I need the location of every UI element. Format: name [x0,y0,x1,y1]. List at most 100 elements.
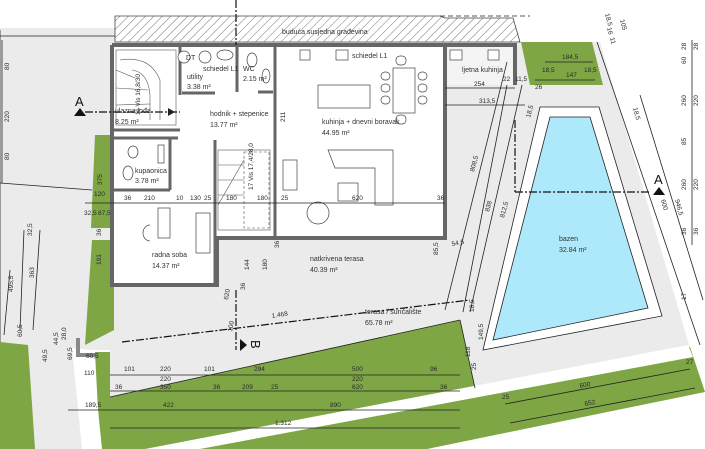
dims-mid: 211 144 180 36 36 620 100 85,5 54,5 1.46… [223,111,465,332]
dimension-label: 220 [693,95,700,106]
dimension-label: 36 [437,195,445,202]
room-name: kuhinja + dnevni boravak [322,119,400,126]
dimension-label: 60,5 [17,324,24,337]
staircase-mid [217,149,271,231]
section-b-arrow [240,339,247,351]
room-name: terasa / sunčalište [365,309,422,316]
dimension-label: 144 [244,259,251,270]
dimension-label: 220 [693,179,700,190]
room-name: natkrivena terasa [310,256,364,263]
dimension-label: 147 [566,72,577,79]
dimension-label: 180 [262,259,269,270]
dimension-label: 294 [254,366,265,373]
section-a-right-arrow [653,187,665,195]
dimension-label: 44,5 [53,332,60,345]
dimension-label: 313,5 [479,98,496,105]
lawn-bottom-left [0,342,35,449]
room-area: 13.77 m² [210,122,238,129]
dimension-label: 28,0 [61,327,68,340]
dimension-label: 220 [4,111,11,122]
dimension-label: 11 [608,37,617,46]
dims-row200: 36 210 10 130 25 180 180 25 620 36 [124,195,445,202]
dimension-label: 10 [176,195,184,202]
dimension-label: 16 [605,27,614,36]
dimension-label: 25 [281,195,289,202]
dimension-label: 32,5 [84,210,97,217]
section-a-left-arrow [74,108,86,116]
lawn-left-upper [91,135,114,228]
section-b-label: B [248,340,263,349]
dimension-label: 25 [204,195,212,202]
dimension-label: 60 [681,56,688,64]
dimension-label: 18,5 [525,104,535,118]
dimension-label: 500 [352,366,363,373]
room-name: bazen [559,236,578,243]
dimension-label: 812,5 [499,201,510,219]
dimension-label: 36 [681,227,688,235]
chimney-label: schiedel L1 [352,53,388,60]
neighbor-label: buduća susjedna građevina [282,29,368,36]
dimension-label: 26 [535,84,543,91]
dimension-label: 101 [204,366,215,373]
room-area: 32.84 m² [559,247,587,254]
dimension-label: 890 [330,402,341,409]
room-name: kupaonica [135,168,167,175]
dimension-label: 96 [430,366,438,373]
dimension-label: 1.468 [271,310,289,320]
pool-water [492,116,649,341]
dimension-label: 36 [115,384,123,391]
dims-topright: 184,5 18,5 147 18,5 26 254 313,5 22 11,5… [469,13,641,219]
paved-path-strip [145,345,693,449]
chimney-label: schiedel L1 [203,66,239,73]
dimension-label: 69,5 [67,347,74,360]
dimension-label: 18,5 [631,107,641,121]
lawn-top-right [521,42,603,85]
dimension-label: 36 [240,282,247,290]
dimension-label: 260 [681,179,688,190]
lawn-main [95,320,705,449]
dimension-label: 118 [465,346,472,357]
stair-label: 11 Vis 16,8/30 [135,74,142,115]
dimension-label: 101 [124,366,135,373]
dimension-label: 105 [618,19,628,32]
dimension-label: 838 [484,200,494,213]
dimension-label: 1.312 [275,420,292,427]
dimension-label: 100 [227,320,236,332]
dimension-label: 209 [242,384,253,391]
dimension-label: 36 [440,384,448,391]
dimension-label: 18,5 [584,67,597,74]
dimension-label: 85,5 [433,242,440,255]
room-name: ljetna kuhinja [462,67,503,74]
dimension-label: 120 [94,191,105,198]
dimension-label: 808,5 [469,155,480,173]
section-a-left-label: A [75,94,84,109]
dimension-label: 363 [29,267,36,278]
kitchen-furniture [282,49,428,225]
room-area: 2.15 m² [243,76,267,83]
dimension-label: 80 [4,62,11,70]
dimension-label: 18,5 [542,67,555,74]
dimension-label: 25 [471,362,478,370]
dims-left: 80 220 80 375 120 32,5 87,5 36 191 32,5 … [4,62,111,362]
dimension-label: 210 [144,195,155,202]
room-name: WC [243,66,255,73]
dimension-label: 375 [97,174,104,185]
dimension-label: 36 [274,240,281,248]
planter-wall [76,338,98,357]
room-area: 3.78 m² [135,178,159,185]
lawn-left-lower [85,240,114,345]
dimension-label: 25 [271,384,279,391]
dimension-label: 18,5 [603,13,613,27]
staircase-left [115,49,177,126]
dimension-label: 18,5 [469,299,476,312]
dimension-label: 36 [96,228,103,236]
dimension-label: 350 [160,384,171,391]
dimension-label: 620 [352,195,363,202]
dimension-label: 220 [352,376,363,383]
dimension-label: 87,5 [98,210,111,217]
dimension-label: 110 [84,370,95,377]
dimension-label: 36 [124,195,132,202]
dimension-label: 620 [352,384,363,391]
dimension-label: 189,5 [85,402,102,409]
dimension-label: 11,5 [515,76,528,83]
